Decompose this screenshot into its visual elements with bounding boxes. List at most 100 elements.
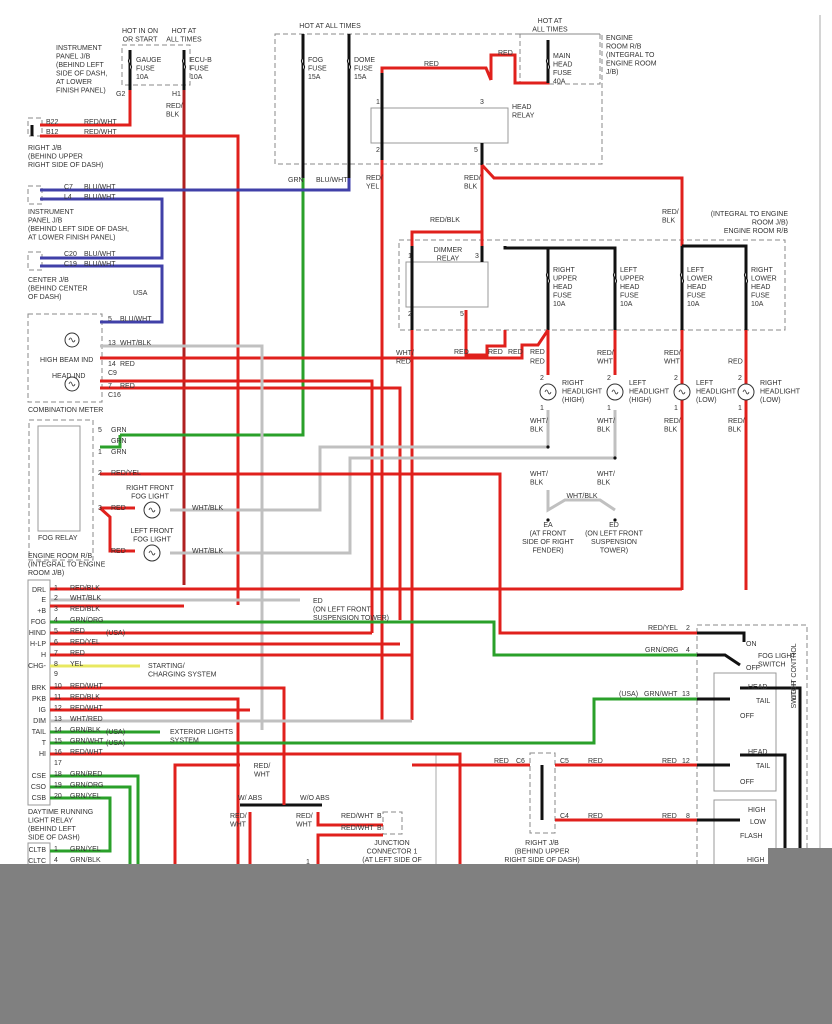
- label: RED/: [230, 813, 247, 820]
- label: 3: [480, 99, 484, 106]
- label: WHT: [296, 822, 313, 829]
- label: IG: [39, 707, 46, 714]
- label: SWITCH: [791, 681, 798, 709]
- label: HIGH BEAM IND: [40, 357, 93, 364]
- drl-20-grn-yel: [50, 796, 112, 853]
- label: TAIL: [32, 729, 46, 736]
- label: FUSE: [553, 70, 572, 77]
- label: ED: [313, 598, 323, 605]
- label: 10A: [687, 301, 700, 308]
- label: HEAD: [553, 62, 572, 69]
- label: ED: [609, 522, 619, 529]
- label: RIGHT J/B: [525, 840, 559, 847]
- label: BLK: [464, 184, 478, 191]
- wires: [30, 34, 802, 880]
- label: RED/: [662, 209, 679, 216]
- label: SIDE OF DASH): [28, 835, 80, 842]
- label: WHT/BLK: [566, 493, 597, 500]
- fog-off-wire: [697, 653, 741, 667]
- label: (BEHIND CENTER: [28, 286, 88, 293]
- label: RIGHT SIDE OF DASH): [504, 857, 579, 864]
- label: 14: [54, 727, 62, 734]
- label: H-LP: [30, 641, 46, 648]
- right-headlight-high-icon-filament-icon: [544, 389, 552, 395]
- label: LIGHT CONTROL: [791, 643, 798, 700]
- label: RED: [454, 349, 469, 356]
- label: CHARGING SYSTEM: [148, 672, 217, 679]
- label: SUSPENSION TOWER): [313, 615, 389, 622]
- label: ENGINE: [606, 35, 633, 42]
- drl-relay-box: [27, 579, 51, 806]
- label: GRN/WHT: [70, 738, 104, 745]
- label: FLASH: [740, 833, 763, 840]
- label: LOW: [750, 819, 766, 826]
- label: RED: [494, 758, 509, 765]
- label: 1: [54, 846, 58, 853]
- label: 1: [98, 449, 102, 456]
- label: TAIL: [756, 763, 770, 770]
- label: 3: [54, 606, 58, 613]
- label: ECU-B: [190, 57, 212, 64]
- label: LEFT: [620, 267, 638, 274]
- label: WHT/BLK: [192, 505, 223, 512]
- label: TAIL: [756, 698, 770, 705]
- label: 2: [54, 595, 58, 602]
- label: HEAD: [620, 284, 639, 291]
- label: HEAD: [512, 104, 531, 111]
- label: LOWER: [751, 276, 777, 283]
- label: (USA): [106, 740, 125, 747]
- label: SIDE OF RIGHT: [522, 539, 574, 546]
- label: CSE: [32, 773, 47, 780]
- label: 4: [54, 617, 58, 624]
- label: GRN: [111, 449, 127, 456]
- label: HOT AT ALL TIMES: [299, 23, 361, 30]
- label: GRN/ORG: [645, 647, 678, 654]
- label: RELAY: [512, 113, 535, 120]
- label: STARTING/: [148, 663, 185, 670]
- label: 1: [738, 405, 742, 412]
- label: L4: [64, 194, 72, 201]
- label: OFF: [746, 665, 760, 672]
- ground-ea-icon: [546, 518, 550, 522]
- drl-16-red-wht: [50, 752, 462, 880]
- label: HIND: [29, 630, 46, 637]
- wo-abs-wire: [316, 812, 383, 827]
- label: 10: [54, 683, 62, 690]
- red-blk-dimmer-top: [410, 230, 484, 246]
- label: EA: [543, 522, 553, 529]
- label: RED/BLK: [70, 585, 100, 592]
- label: RED/: [254, 763, 271, 770]
- label: 5: [54, 628, 58, 635]
- dome-fuse-icon: [346, 57, 352, 71]
- label: DOME: [354, 57, 375, 64]
- label: UPPER: [620, 276, 644, 283]
- fog-fuse-icon: [300, 57, 306, 71]
- label: FOG: [308, 57, 323, 64]
- label: YEL: [366, 184, 379, 191]
- label: (HIGH): [562, 397, 584, 404]
- label: ALL TIMES: [166, 37, 202, 44]
- label: WHT/BLK: [120, 340, 151, 347]
- label: FOG: [31, 619, 46, 626]
- label: 2: [408, 311, 412, 318]
- label: C4: [560, 813, 569, 820]
- label: 13: [108, 340, 116, 347]
- label: GAUGE: [136, 57, 162, 64]
- label: 7: [54, 650, 58, 657]
- splice-dot: [613, 456, 617, 460]
- label: HEAD: [553, 284, 572, 291]
- left-headlight-low-icon-filament-icon: [678, 389, 686, 395]
- label: 2: [98, 470, 102, 477]
- label: RED: [498, 50, 513, 57]
- fog-on-wire: [697, 631, 746, 642]
- label: (AT FRONT: [530, 531, 567, 538]
- label: RED: [530, 349, 545, 356]
- label: 16: [54, 749, 62, 756]
- label: RED/: [664, 418, 681, 425]
- label: WHT: [254, 772, 271, 779]
- label: WHT/: [597, 471, 615, 478]
- label: 1: [408, 253, 412, 260]
- label: RED/: [597, 350, 614, 357]
- label: C7: [64, 184, 73, 191]
